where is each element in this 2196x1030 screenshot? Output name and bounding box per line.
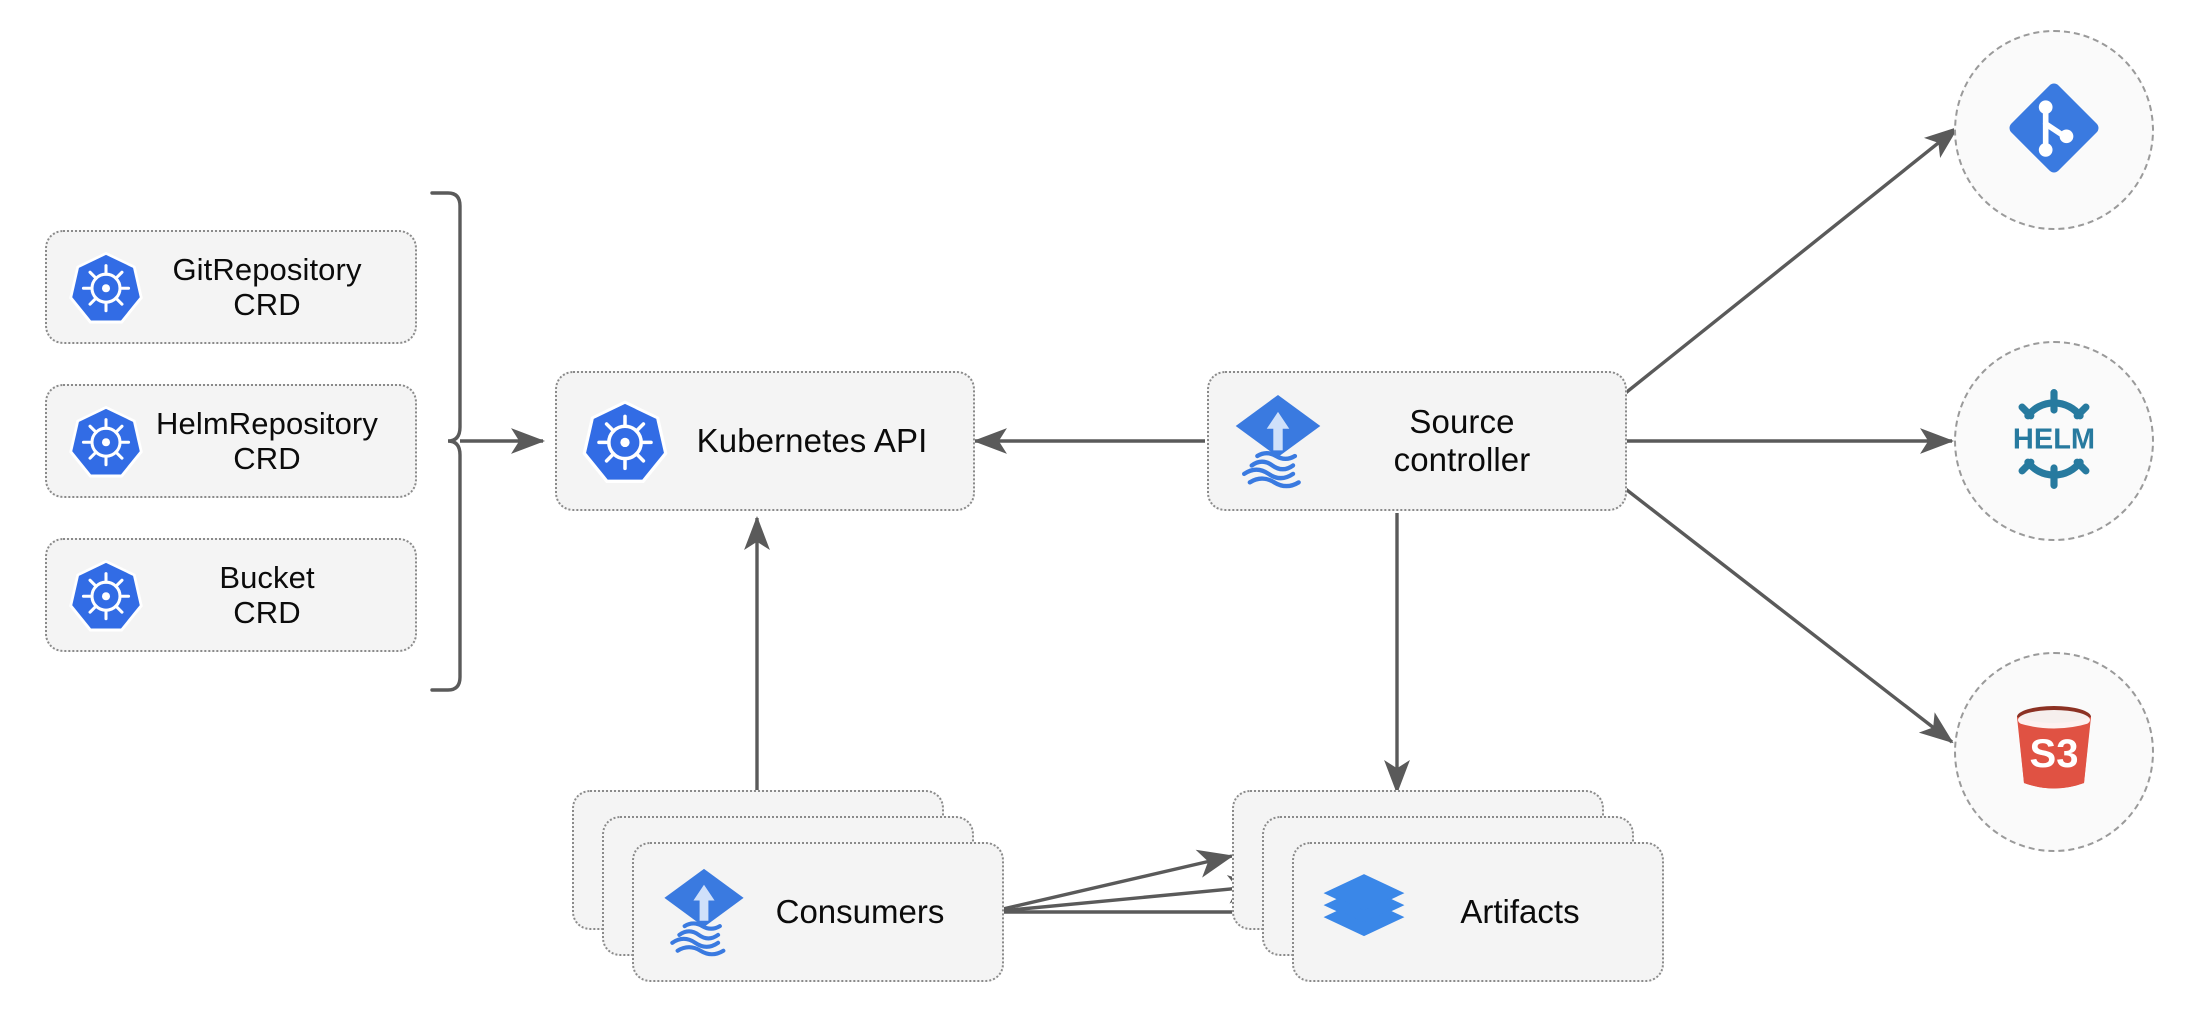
kubernetes-icon	[65, 400, 147, 482]
flux-icon	[1231, 393, 1325, 489]
endpoint-helm[interactable]: HELM	[1954, 341, 2154, 541]
crd-box-bucket[interactable]: Bucket CRD	[45, 538, 417, 652]
layers-icon	[1320, 863, 1408, 961]
node-label-source-controller: Source controller	[1393, 403, 1531, 478]
helm-wordmark: HELM	[2013, 423, 2095, 455]
kubernetes-icon	[65, 554, 147, 636]
node-source-controller[interactable]: Source controller	[1207, 371, 1627, 511]
crd-box-helmrepository[interactable]: HelmRepository CRD	[45, 384, 417, 498]
endpoint-git[interactable]	[1954, 30, 2154, 230]
node-consumers-stack[interactable]: Consumers	[572, 790, 1004, 1000]
node-label-artifacts: Artifacts	[1460, 893, 1580, 930]
crd-label: HelmRepository CRD	[156, 405, 378, 476]
s3-icon: S3	[1999, 695, 2109, 810]
node-label-kubernetes-api: Kubernetes API	[696, 422, 928, 460]
kubernetes-icon	[579, 395, 671, 487]
crd-box-gitrepository[interactable]: GitRepository CRD	[45, 230, 417, 344]
s3-wordmark: S3	[2030, 732, 2079, 776]
node-kubernetes-api[interactable]: Kubernetes API	[555, 371, 975, 511]
crd-group-bracket	[430, 191, 462, 692]
artifacts-front-card[interactable]: Artifacts	[1292, 842, 1664, 982]
git-icon	[2002, 76, 2106, 185]
crd-label: Bucket CRD	[219, 559, 315, 630]
node-label-consumers: Consumers	[775, 893, 945, 930]
flux-icon	[660, 863, 748, 961]
kubernetes-icon	[65, 246, 147, 328]
node-artifacts-stack[interactable]: Artifacts	[1232, 790, 1664, 1000]
endpoint-s3[interactable]: S3	[1954, 652, 2154, 852]
edge-consumers-to-artifacts-1	[989, 849, 1234, 914]
helm-icon: HELM	[1996, 381, 2112, 502]
crd-label: GitRepository CRD	[172, 251, 362, 322]
edge-source-controller-to-s3	[1621, 485, 1954, 744]
edge-source-controller-to-git	[1621, 126, 1959, 397]
consumers-front-card[interactable]: Consumers	[632, 842, 1004, 982]
edge-consumers-to-artifacts-2	[989, 875, 1264, 914]
